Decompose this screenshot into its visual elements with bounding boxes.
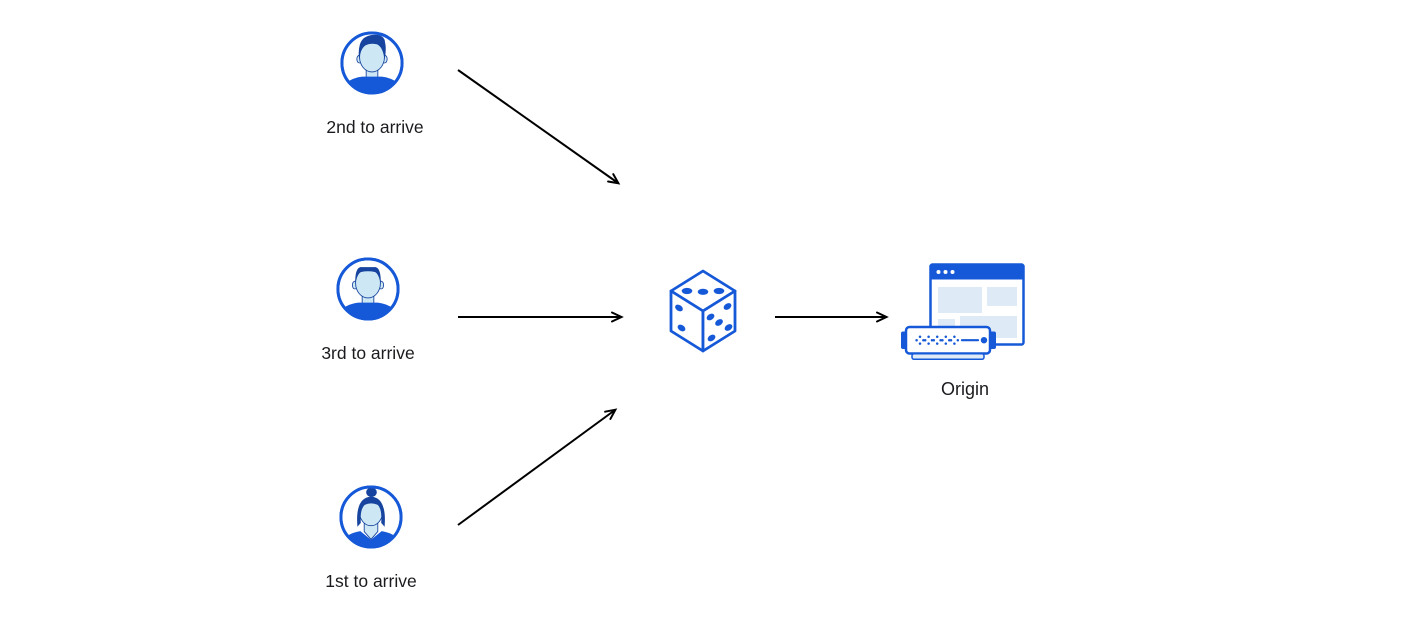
node-client-middle xyxy=(335,256,401,327)
origin-server-browser-icon xyxy=(901,263,1025,361)
client-middle-label: 3rd to arrive xyxy=(321,343,415,363)
dice-icon xyxy=(669,269,737,353)
node-balancer xyxy=(666,268,740,359)
user-avatar-man-flat-icon xyxy=(336,257,400,321)
user-avatar-woman-bun-icon xyxy=(339,485,403,549)
user-avatar-man-swoop-icon xyxy=(340,31,404,95)
client-bottom-label: 1st to arrive xyxy=(325,571,417,591)
arrow-client-top-to-balancer xyxy=(457,69,621,185)
client-top-label: 2nd to arrive xyxy=(326,117,424,137)
server-vent-dots xyxy=(915,335,960,345)
node-client-top xyxy=(339,30,405,101)
server-power-led xyxy=(980,337,988,344)
origin-label: Origin xyxy=(940,379,990,399)
node-origin xyxy=(897,261,1027,368)
node-client-bottom xyxy=(338,484,404,555)
arrow-client-bottom-to-balancer xyxy=(457,408,618,526)
